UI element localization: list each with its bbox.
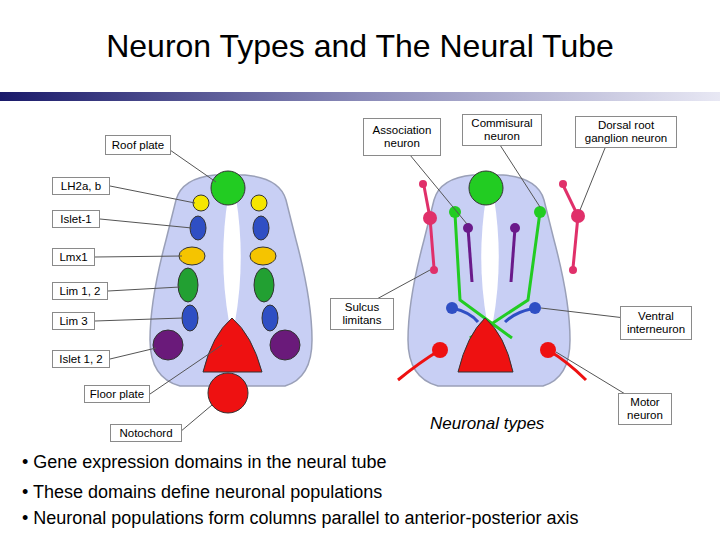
domain [193, 195, 209, 211]
label-box: Islet 1, 2 [52, 350, 110, 368]
domain [253, 216, 269, 240]
bullet-note: • These domains define neuronal populati… [22, 482, 712, 503]
leader-line [95, 256, 182, 257]
label-text: Lmx1 [59, 251, 87, 264]
leader-line [180, 405, 212, 432]
label-box: Sulcus limitans [330, 298, 394, 330]
domain [251, 195, 267, 211]
leader-line [375, 270, 430, 300]
label-box: Islet-1 [52, 210, 100, 228]
neural-tube [150, 175, 312, 386]
leader-line [541, 308, 625, 318]
leader-line [108, 287, 180, 291]
label-box: Dorsal root ganglion neuron [575, 116, 677, 148]
domain [270, 330, 300, 360]
label-box: Lim 3 [52, 312, 95, 330]
label-text: Commisural neuron [466, 117, 538, 143]
motor-neuron [432, 342, 448, 358]
label-text: Motor neuron [622, 396, 668, 422]
drg-end [430, 266, 438, 274]
label-box: LH2a, b [52, 177, 110, 195]
label-text: Lim 1, 2 [60, 285, 101, 298]
drg-end [569, 266, 577, 274]
label-box: Roof plate [105, 135, 171, 155]
bullet-note: • Gene expression domains in the neural … [22, 452, 712, 473]
label-text: Islet 1, 2 [59, 353, 102, 366]
leader-line [500, 145, 540, 207]
lumen [481, 198, 499, 322]
label-box: Lmx1 [52, 248, 95, 266]
leader-line [95, 318, 183, 321]
drg-end [559, 180, 567, 188]
domain [250, 247, 276, 265]
drg-neuron [571, 209, 585, 223]
leader-lines [95, 145, 635, 432]
leader-line [580, 148, 605, 210]
leader-line [100, 219, 192, 228]
label-text: Ventral interneuron [624, 310, 688, 336]
leader-line [110, 348, 156, 359]
lumen [223, 198, 241, 322]
domain [190, 216, 206, 240]
commissural-neuron [534, 206, 546, 218]
domain [178, 268, 198, 302]
label-text: Sulcus limitans [334, 301, 390, 327]
label-text: Dorsal root ganglion neuron [579, 119, 673, 145]
domain [262, 305, 278, 331]
association-neuron [463, 223, 473, 233]
label-text: Islet-1 [60, 213, 91, 226]
ventral-interneuron [529, 302, 541, 314]
leader-line [110, 186, 195, 203]
association-axon [511, 228, 515, 282]
leader-line [170, 150, 216, 182]
label-box: Notochord [110, 424, 182, 442]
label-text: Roof plate [112, 139, 164, 152]
domain [179, 247, 205, 265]
roof-plate [211, 171, 245, 205]
roof-plate [469, 171, 503, 205]
title-bar [0, 92, 720, 101]
drg-end [419, 180, 427, 188]
label-text: Notochord [119, 427, 172, 440]
domain [254, 268, 274, 302]
commissural-axon [470, 212, 540, 338]
slide-title: Neuron Types and The Neural Tube [0, 28, 720, 65]
label-text: Floor plate [90, 388, 144, 401]
panel-label: Neuronal types [430, 414, 580, 434]
floor-plate [203, 318, 262, 372]
notochord [208, 373, 248, 413]
association-neuron [510, 223, 520, 233]
drg-neuron [423, 211, 437, 225]
drg-axon [424, 186, 434, 268]
label-box: Ventral interneuron [620, 306, 692, 340]
commissural-neuron [449, 206, 461, 218]
drg-axon [563, 185, 578, 268]
motor-neuron [540, 342, 556, 358]
label-text: LH2a, b [61, 180, 101, 193]
domain [153, 330, 183, 360]
ventral-interneuron [446, 302, 458, 314]
label-box: Lim 1, 2 [52, 282, 108, 300]
floor-plate [458, 318, 513, 372]
domain [182, 305, 198, 331]
label-box: Commisural neuron [462, 114, 542, 146]
leader-line [410, 155, 467, 224]
label-box: Motor neuron [618, 393, 672, 425]
leader-line [150, 345, 222, 394]
bullet-note: • Neuronal populations form columns para… [22, 508, 712, 529]
association-axon [468, 228, 472, 282]
label-text: Association neuron [367, 124, 437, 150]
label-text: Lim 3 [59, 315, 87, 328]
label-box: Association neuron [363, 118, 441, 156]
label-box: Floor plate [84, 385, 150, 403]
